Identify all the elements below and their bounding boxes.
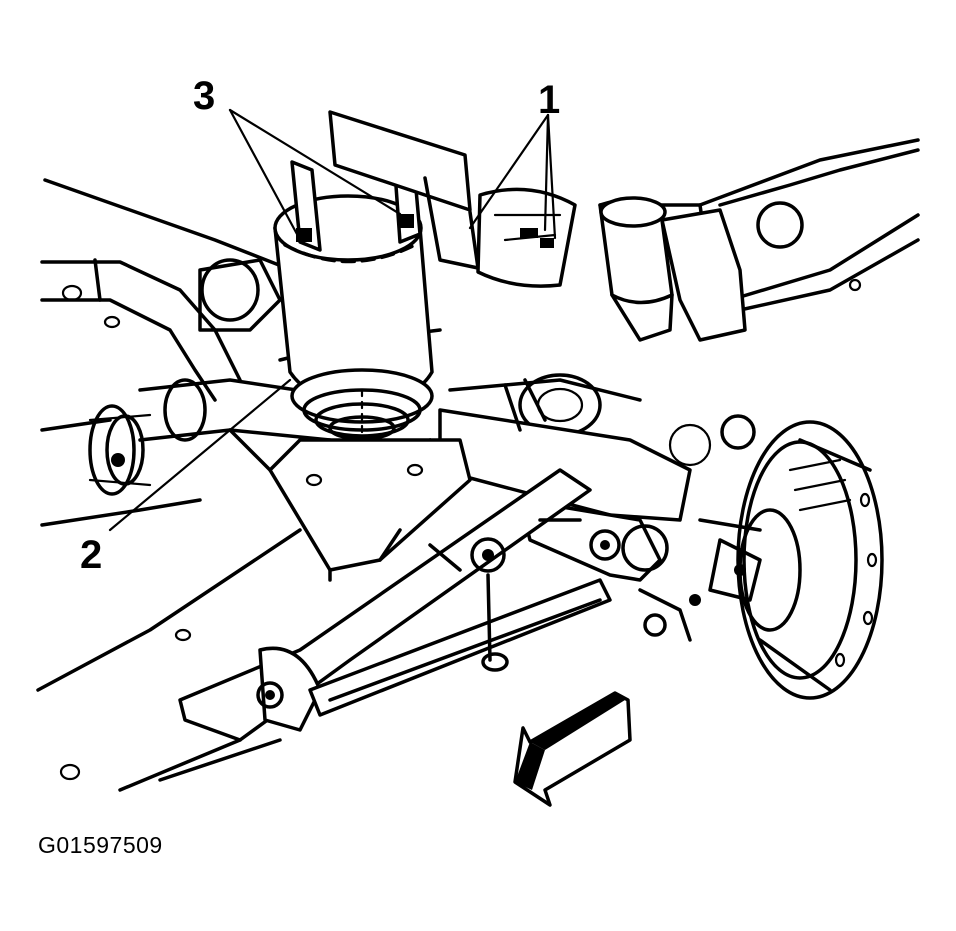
front-direction-arrow-icon [513,691,632,807]
callout-2-label: 2 [80,533,102,577]
air-spring-fasteners [328,110,577,288]
right-brake-assembly [698,420,884,700]
shock-absorber [598,196,756,467]
left-brake-assembly [88,404,152,496]
lower-control-arm [178,468,612,742]
callout-3-label: 3 [193,74,215,118]
figure-id: G01597509 [38,832,163,858]
stabilizer-link [638,538,762,642]
callout-1-label: 1 [538,78,560,122]
lower-spring-seat [228,428,472,582]
leader-lines [108,108,557,532]
